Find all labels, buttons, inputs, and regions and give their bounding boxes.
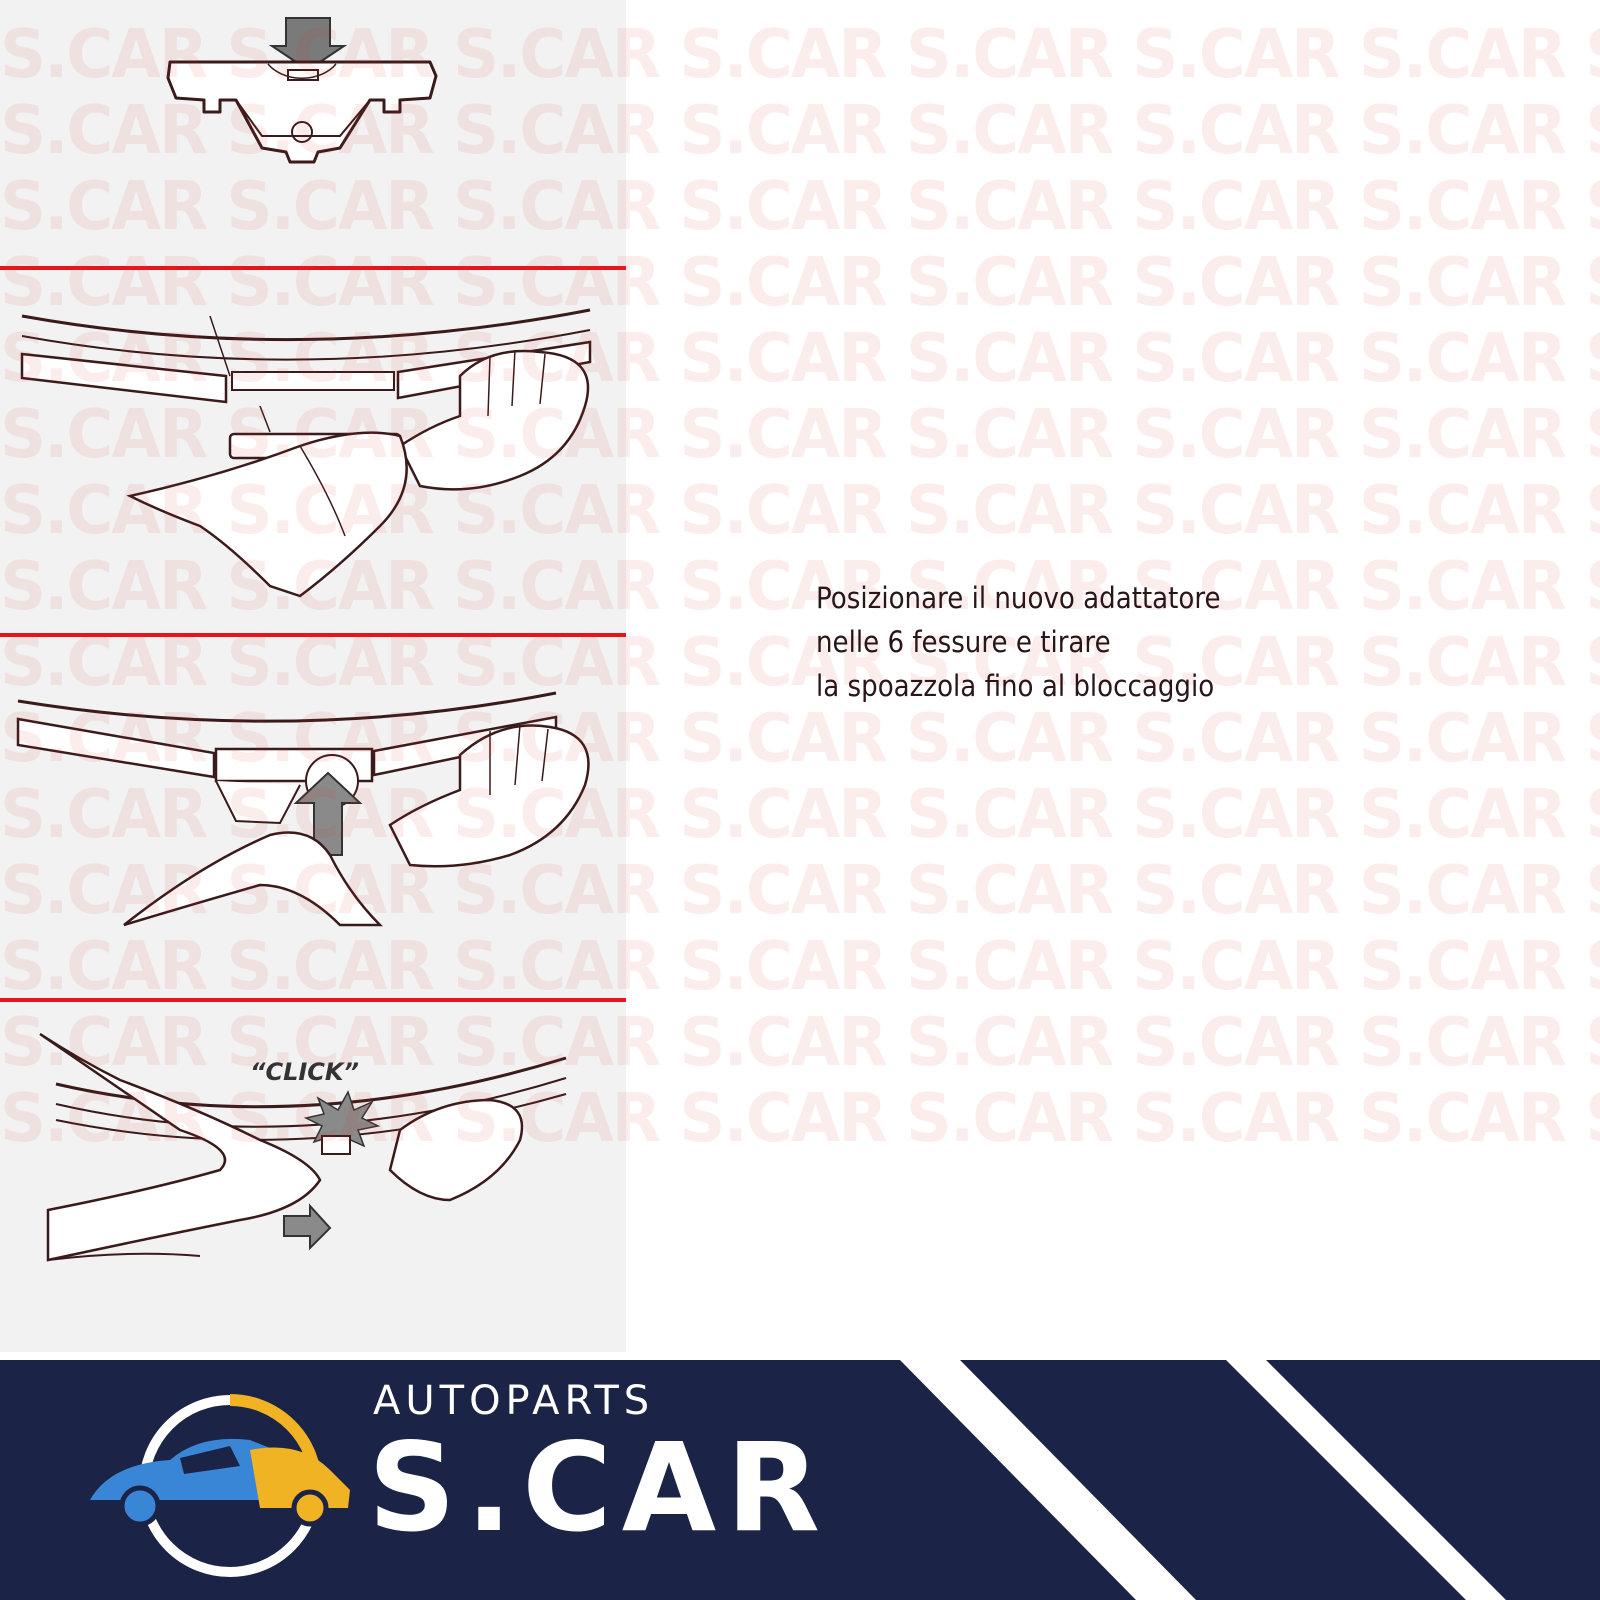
up-arrow-icon bbox=[293, 771, 363, 856]
brand-tagline: AUTOPARTS bbox=[373, 1378, 655, 1424]
car-logo-icon bbox=[90, 1394, 350, 1577]
instruction-line-1: Posizionare il nuovo adattatore bbox=[816, 581, 1221, 615]
right-arrow-icon bbox=[283, 1203, 332, 1251]
adapter-insert-illustration bbox=[20, 308, 592, 598]
blade-lock-illustration: “CLICK” bbox=[39, 1032, 567, 1262]
brand-footer: AUTOPARTS S.CAR bbox=[0, 1360, 1600, 1600]
instruction-line-2: nelle 6 fessure e tirare bbox=[816, 625, 1111, 659]
down-arrow-icon bbox=[268, 17, 348, 72]
instruction-text: Posizionare il nuovo adattatore nelle 6 … bbox=[816, 576, 1320, 708]
brand-name: S.CAR bbox=[368, 1417, 831, 1559]
blade-pull-illustration bbox=[16, 691, 590, 927]
diagonal-stripes bbox=[900, 1360, 1506, 1600]
section-divider-2 bbox=[0, 633, 626, 637]
click-label: “CLICK” bbox=[250, 1058, 359, 1086]
section-divider-1 bbox=[0, 266, 626, 270]
instruction-line-3: la spoazzola fino al bloccaggio bbox=[816, 669, 1215, 703]
section-divider-3 bbox=[0, 998, 626, 1002]
adapter-press-illustration bbox=[166, 17, 438, 164]
